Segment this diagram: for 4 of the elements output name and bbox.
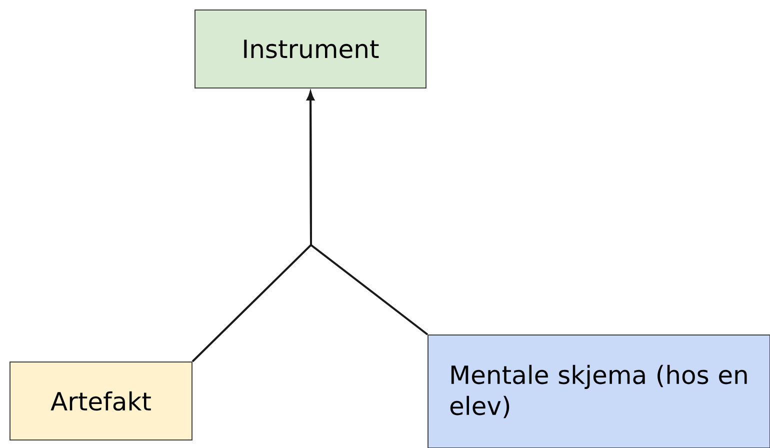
- concept-box: Mentale skjema (hos en elev): [428, 334, 770, 448]
- concept-box: Artefakt: [10, 362, 192, 440]
- arrow: [306, 92, 428, 336]
- concept-box: Instrument: [194, 10, 426, 88]
